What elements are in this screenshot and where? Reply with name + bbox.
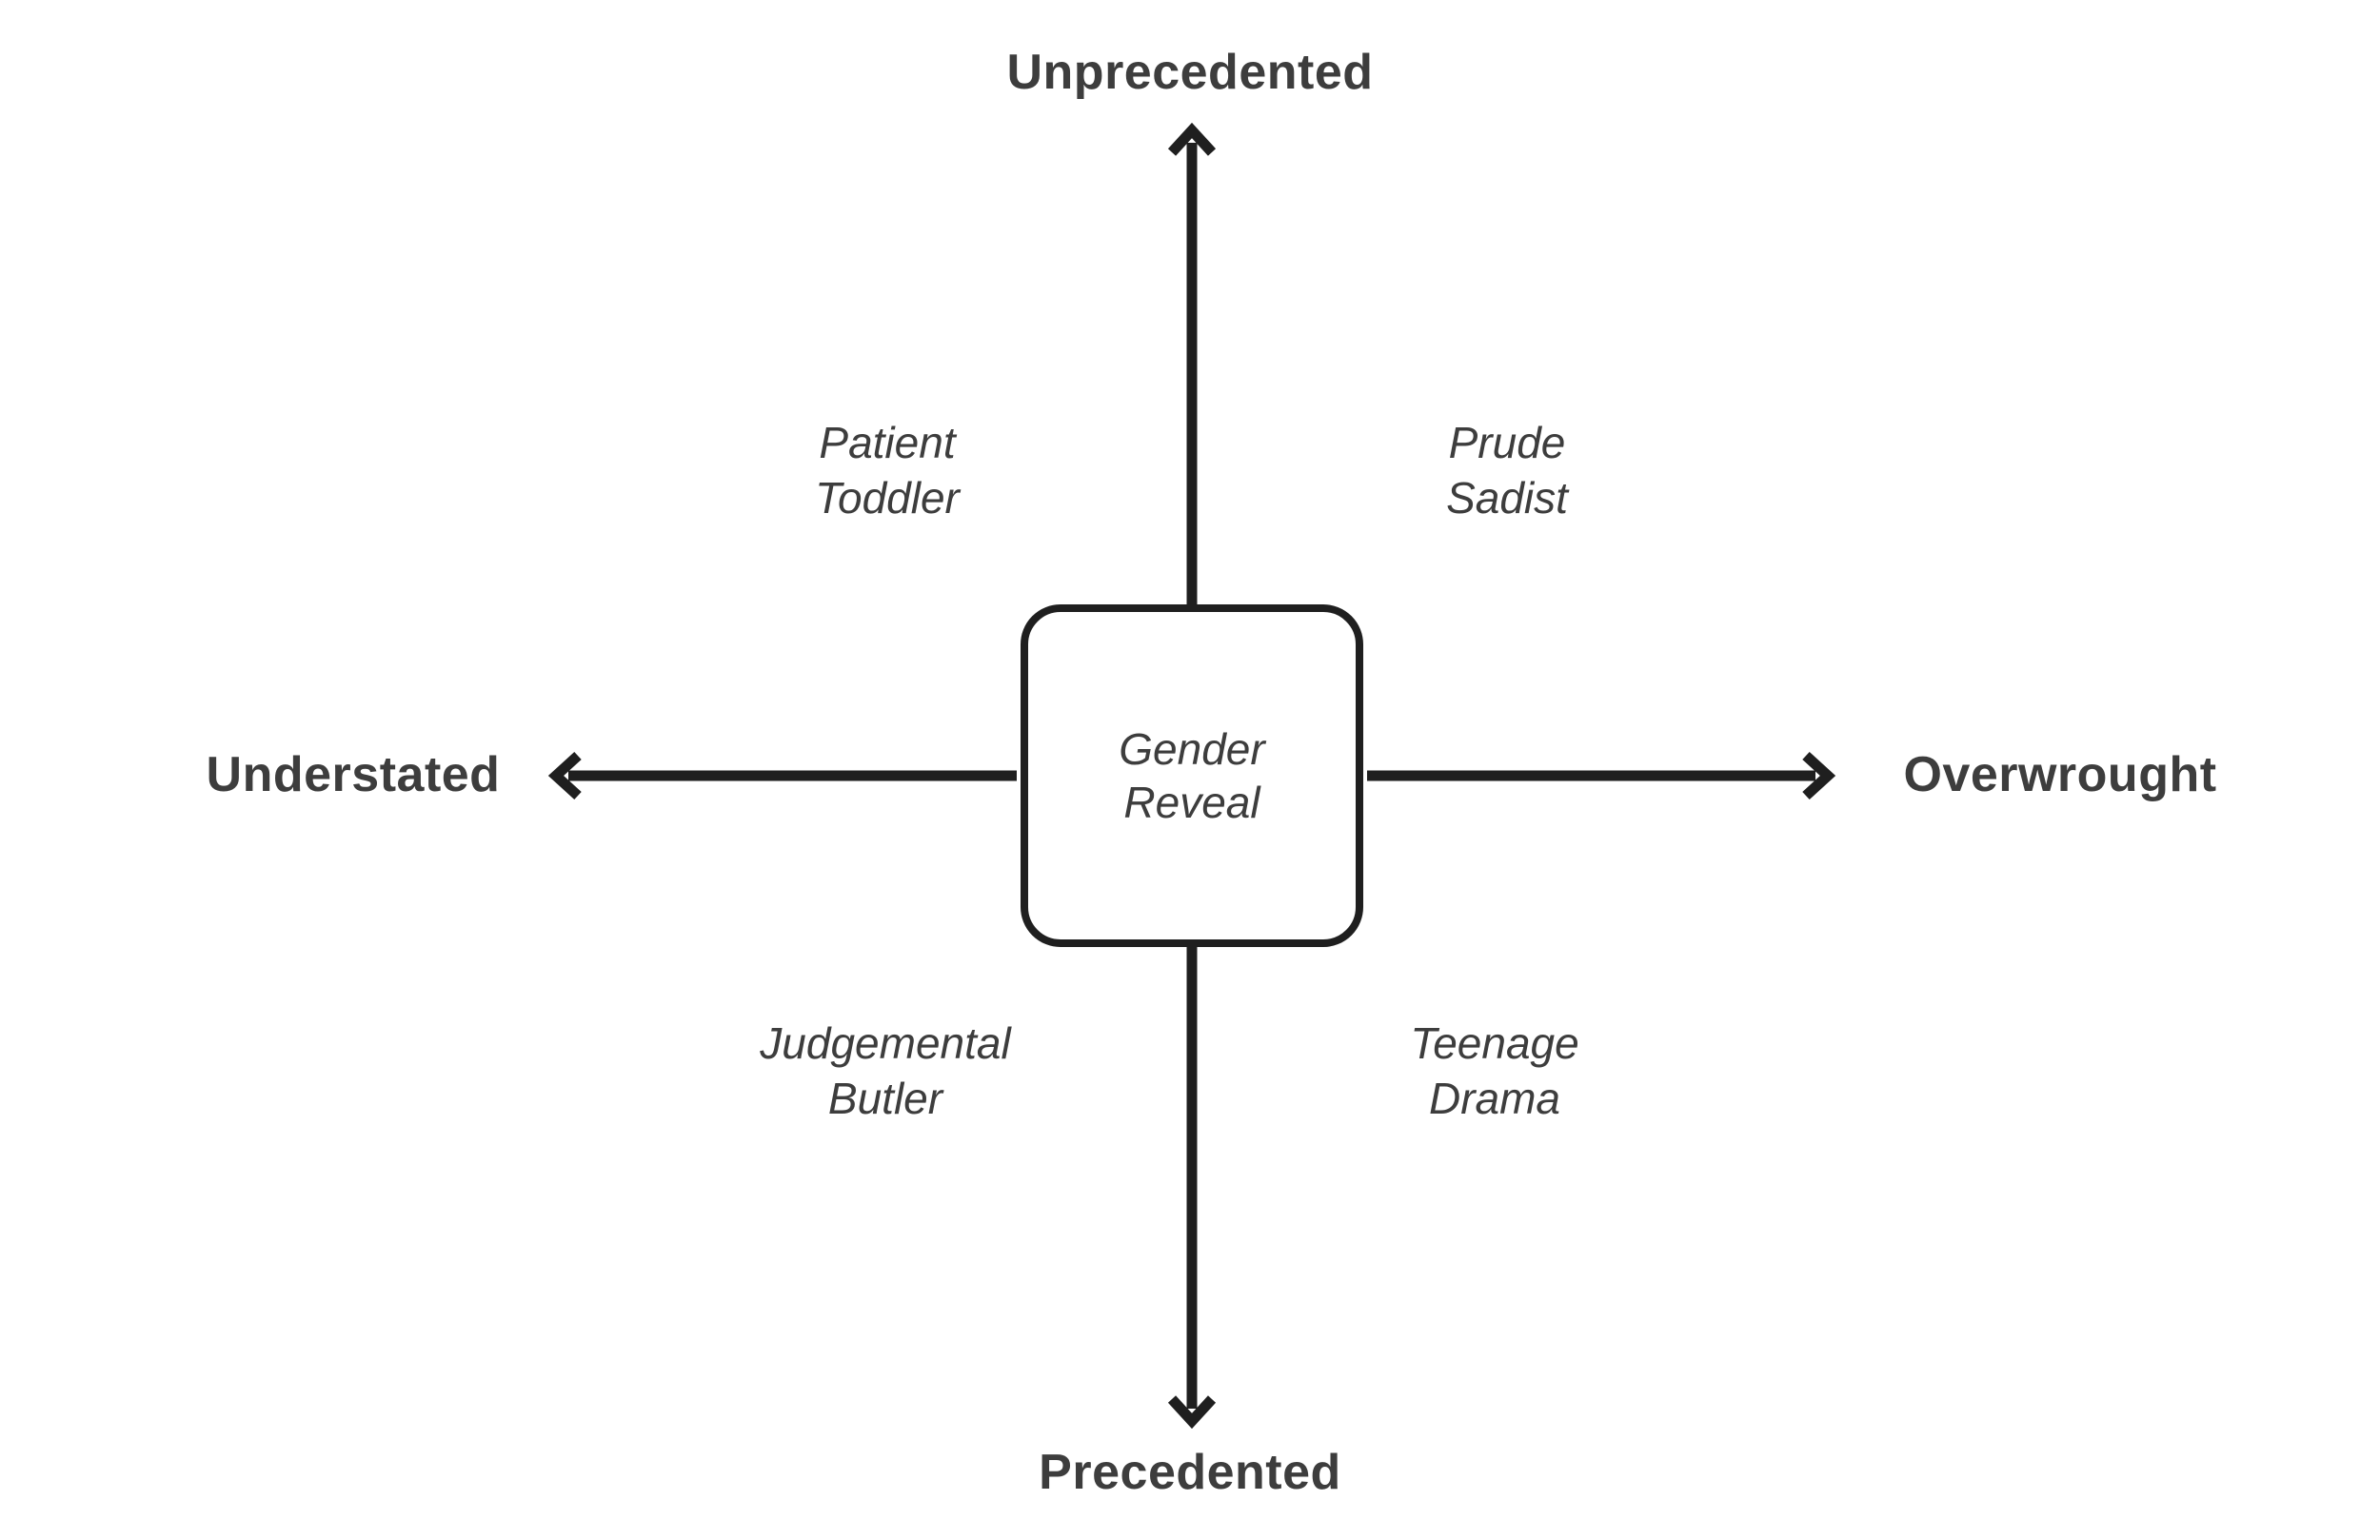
quadrant-label-bottom-right: Teenage Drama bbox=[1410, 1016, 1578, 1126]
arrow-down-icon bbox=[1167, 943, 1217, 1430]
arrow-up-icon bbox=[1167, 122, 1217, 608]
axis-label-precedented: Precedented bbox=[1039, 1445, 1341, 1500]
axis-label-unprecedented: Unprecedented bbox=[1006, 45, 1374, 100]
quadrant-label-top-right: Prude Sadist bbox=[1446, 415, 1568, 525]
quadrant-label-line: Sadist bbox=[1446, 473, 1568, 523]
axis-label-overwrought: Overwrought bbox=[1903, 747, 2217, 802]
quadrant-label-line: Judgemental bbox=[760, 1018, 1011, 1068]
quadrant-label-line: Drama bbox=[1428, 1074, 1561, 1123]
quadrant-label-bottom-left: Judgemental Butler bbox=[760, 1016, 1010, 1126]
quadrant-label-line: Patient bbox=[819, 418, 956, 467]
arrow-right-icon bbox=[1367, 751, 1836, 800]
axis-label-understated: Understated bbox=[206, 747, 501, 802]
arrow-left-icon bbox=[547, 751, 1017, 800]
center-node-line: Reveal bbox=[1123, 778, 1260, 827]
quadrant-label-line: Butler bbox=[827, 1074, 943, 1123]
quadrant-label-line: Prude bbox=[1448, 418, 1566, 467]
quadrant-label-top-left: Patient Toddler bbox=[815, 415, 960, 525]
quadrant-label-line: Teenage bbox=[1410, 1018, 1579, 1068]
center-node-gender-reveal: Gender Reveal bbox=[1021, 604, 1363, 947]
quadrant-label-line: Toddler bbox=[815, 473, 960, 523]
center-node-line: Gender bbox=[1119, 724, 1265, 774]
